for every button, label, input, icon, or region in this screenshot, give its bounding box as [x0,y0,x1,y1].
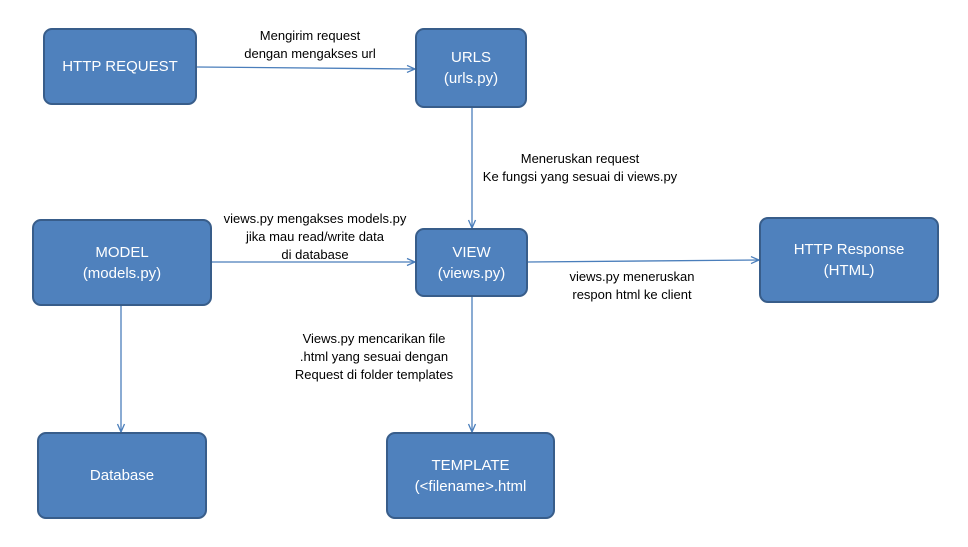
http-response-format: (HTML) [823,262,875,279]
view-title: VIEW [452,243,491,261]
urls-title: URLS [450,49,491,66]
label-request-to-urls: Mengirim request dengan mengakses url [210,27,410,63]
template-box: TEMPLATE (<filename>.html [386,432,555,519]
urls-file: (urls.py) [443,70,499,87]
label-view-to-template-line2: .html yang sesuai dengan [299,349,449,364]
label-request-to-urls-line1: Mengirim request [259,28,361,43]
http-response-title: HTTP Response [793,241,905,258]
label-view-model: views.py mengakses models.py jika mau re… [210,210,420,264]
http-request-label: HTTP REQUEST [62,58,178,75]
urls-box: URLS (urls.py) [415,28,527,108]
label-view-to-template-line3: Request di folder templates [294,367,454,382]
model-box: MODEL (models.py) [32,219,212,306]
label-view-model-line1: views.py mengakses models.py [223,211,407,226]
label-view-to-template: Views.py mencarikan file .html yang sesu… [274,330,474,384]
arrow-request-to-urls [196,67,415,69]
label-view-to-response: views.py meneruskan respon html ke clien… [542,268,722,304]
label-view-model-line2: jika mau read/write data [245,229,384,244]
label-urls-to-view: Meneruskan request Ke fungsi yang sesuai… [470,150,690,186]
database-label: Database [89,467,155,484]
label-request-to-urls-line2: dengan mengakses url [244,46,376,61]
view-file: (views.py) [437,264,506,282]
label-view-to-response-line1: views.py meneruskan [569,269,695,284]
label-view-model-line3: di database [281,247,349,262]
template-file: (<filename>.html [414,477,527,495]
template-title: TEMPLATE [431,456,510,474]
http-response-box: HTTP Response (HTML) [759,217,939,303]
label-view-to-response-line2: respon html ke client [572,287,692,302]
database-box: Database [37,432,207,519]
view-box: VIEW (views.py) [415,228,528,297]
arrow-view-to-response [527,260,759,262]
model-title: MODEL [95,243,149,261]
label-urls-to-view-line1: Meneruskan request [520,151,640,166]
model-file: (models.py) [82,264,162,282]
label-view-to-template-line1: Views.py mencarikan file [302,331,446,346]
label-urls-to-view-line2: Ke fungsi yang sesuai di views.py [482,169,678,184]
http-request-box: HTTP REQUEST [43,28,197,105]
